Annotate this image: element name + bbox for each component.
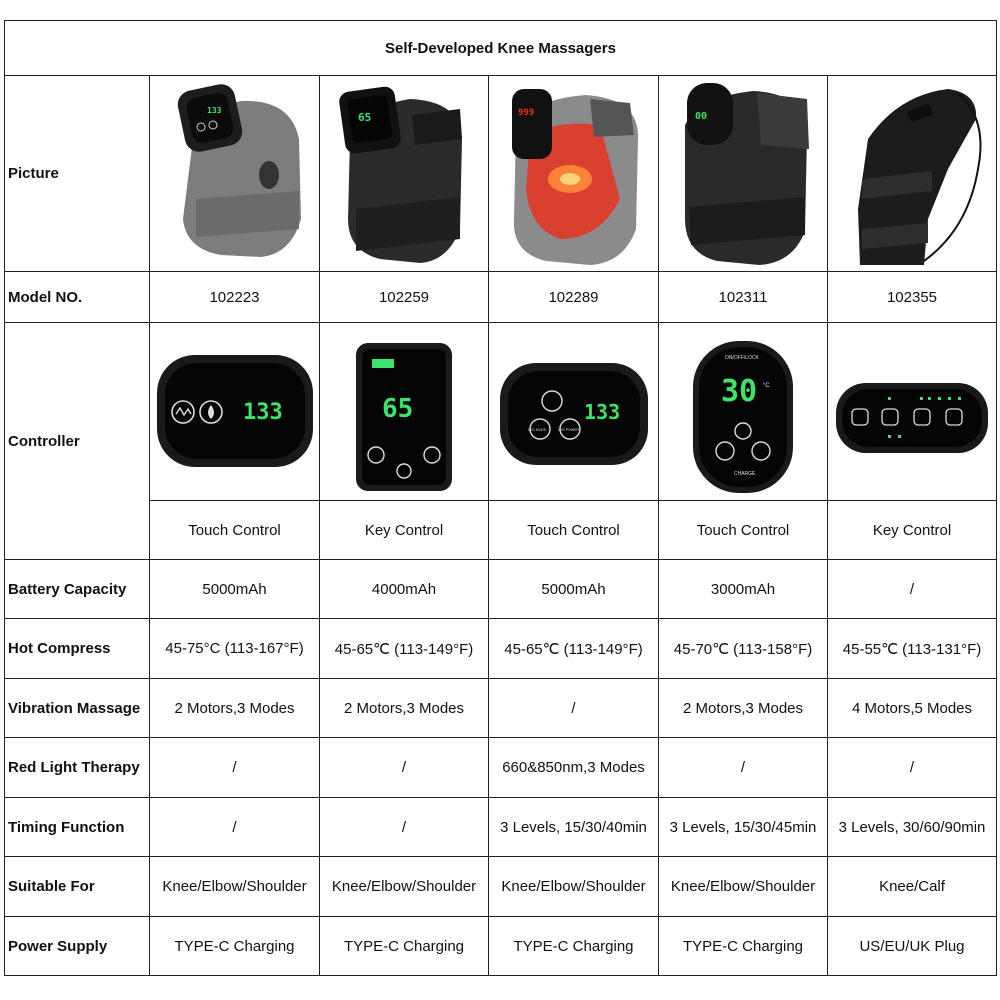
product-image-2: 65 bbox=[319, 75, 489, 272]
timing-cell-5: 3 Levels, 30/60/90min bbox=[827, 797, 997, 857]
row-label-model: Model NO. bbox=[4, 271, 150, 323]
vibration-cell-5: 4 Motors,5 Modes bbox=[827, 678, 997, 738]
vibration-cell-1: 2 Motors,3 Modes bbox=[149, 678, 320, 738]
row-label-red-light: Red Light Therapy bbox=[4, 737, 150, 798]
row-label-power: Power Supply bbox=[4, 916, 150, 976]
controller-4-bottom-label: CHARGE bbox=[734, 471, 756, 477]
control-type-cell-2: Key Control bbox=[319, 500, 489, 560]
timing-cell-1: / bbox=[149, 797, 320, 857]
red-light-cell-5: / bbox=[827, 737, 997, 798]
battery-cell-1: 5000mAh bbox=[149, 559, 320, 619]
product-image-3: 999 bbox=[488, 75, 659, 272]
timing-cell-3: 3 Levels, 15/30/40min bbox=[488, 797, 659, 857]
controller-4-display: 30 bbox=[721, 374, 757, 409]
table-title: Self-Developed Knee Massagers bbox=[4, 20, 997, 76]
power-cell-1: TYPE-C Charging bbox=[149, 916, 320, 976]
battery-cell-5: / bbox=[827, 559, 997, 619]
timing-cell-2: / bbox=[319, 797, 489, 857]
hot-cell-2: 45-65℃ (113-149°F) bbox=[319, 618, 489, 679]
controller-4-top-label: ON/OFF/LOCK bbox=[725, 355, 760, 361]
row-label-controller: Controller bbox=[4, 322, 150, 560]
model-cell-1: 102223 bbox=[149, 271, 320, 323]
row-label-picture: Picture bbox=[4, 75, 150, 272]
suitable-cell-2: Knee/Elbow/Shoulder bbox=[319, 856, 489, 917]
red-light-cell-4: / bbox=[658, 737, 828, 798]
row-label-vibration: Vibration Massage bbox=[4, 678, 150, 738]
power-cell-5: US/EU/UK Plug bbox=[827, 916, 997, 976]
power-cell-4: TYPE-C Charging bbox=[658, 916, 828, 976]
controller-image-2: 65 bbox=[319, 322, 489, 501]
svg-text:00: 00 bbox=[695, 111, 707, 122]
row-label-timing: Timing Function bbox=[4, 797, 150, 857]
svg-text:65: 65 bbox=[358, 111, 371, 124]
row-label-hot-compress: Hot Compress bbox=[4, 618, 150, 679]
suitable-cell-5: Knee/Calf bbox=[827, 856, 997, 917]
battery-cell-2: 4000mAh bbox=[319, 559, 489, 619]
vibration-cell-3: / bbox=[488, 678, 659, 738]
product-image-5 bbox=[827, 75, 997, 272]
row-label-battery: Battery Capacity bbox=[4, 559, 150, 619]
controller-image-3: LED MODE LED POWER 133 bbox=[488, 322, 659, 501]
red-light-cell-1: / bbox=[149, 737, 320, 798]
red-light-cell-2: / bbox=[319, 737, 489, 798]
controller-3-led-power: LED POWER bbox=[558, 428, 579, 432]
controller-image-5 bbox=[827, 322, 997, 501]
controller-image-4: ON/OFF/LOCK 30 °C CHARGE bbox=[658, 322, 828, 501]
vibration-cell-4: 2 Motors,3 Modes bbox=[658, 678, 828, 738]
control-type-cell-4: Touch Control bbox=[658, 500, 828, 560]
model-cell-3: 102289 bbox=[488, 271, 659, 323]
controller-1-display: 133 bbox=[243, 400, 283, 425]
suitable-cell-1: Knee/Elbow/Shoulder bbox=[149, 856, 320, 917]
power-cell-2: TYPE-C Charging bbox=[319, 916, 489, 976]
controller-2-display: 65 bbox=[382, 394, 413, 424]
red-light-cell-3: 660&850nm,3 Modes bbox=[488, 737, 659, 798]
model-cell-2: 102259 bbox=[319, 271, 489, 323]
control-type-cell-1: Touch Control bbox=[149, 500, 320, 560]
suitable-cell-4: Knee/Elbow/Shoulder bbox=[658, 856, 828, 917]
battery-cell-3: 5000mAh bbox=[488, 559, 659, 619]
suitable-cell-3: Knee/Elbow/Shoulder bbox=[488, 856, 659, 917]
controller-4-unit: °C bbox=[763, 383, 770, 389]
power-cell-3: TYPE-C Charging bbox=[488, 916, 659, 976]
controller-3-led-mode: LED MODE bbox=[528, 428, 547, 432]
model-cell-5: 102355 bbox=[827, 271, 997, 323]
hot-cell-3: 45-65℃ (113-149°F) bbox=[488, 618, 659, 679]
row-label-suitable: Suitable For bbox=[4, 856, 150, 917]
hot-cell-4: 45-70℃ (113-158°F) bbox=[658, 618, 828, 679]
controller-image-1: 133 bbox=[149, 322, 320, 501]
model-cell-4: 102311 bbox=[658, 271, 828, 323]
timing-cell-4: 3 Levels, 15/30/45min bbox=[658, 797, 828, 857]
svg-text:999: 999 bbox=[518, 108, 534, 118]
vibration-cell-2: 2 Motors,3 Modes bbox=[319, 678, 489, 738]
control-type-cell-3: Touch Control bbox=[488, 500, 659, 560]
hot-cell-1: 45-75°C (113-167°F) bbox=[149, 618, 320, 679]
controller-3-display: 133 bbox=[584, 400, 620, 424]
product-image-1: 133 bbox=[149, 75, 320, 272]
battery-cell-4: 3000mAh bbox=[658, 559, 828, 619]
svg-text:133: 133 bbox=[207, 106, 222, 115]
spec-table: Self-Developed Knee Massagers Picture 13… bbox=[4, 20, 997, 976]
hot-cell-5: 45-55℃ (113-131°F) bbox=[827, 618, 997, 679]
control-type-cell-5: Key Control bbox=[827, 500, 997, 560]
product-image-4: 00 bbox=[658, 75, 828, 272]
